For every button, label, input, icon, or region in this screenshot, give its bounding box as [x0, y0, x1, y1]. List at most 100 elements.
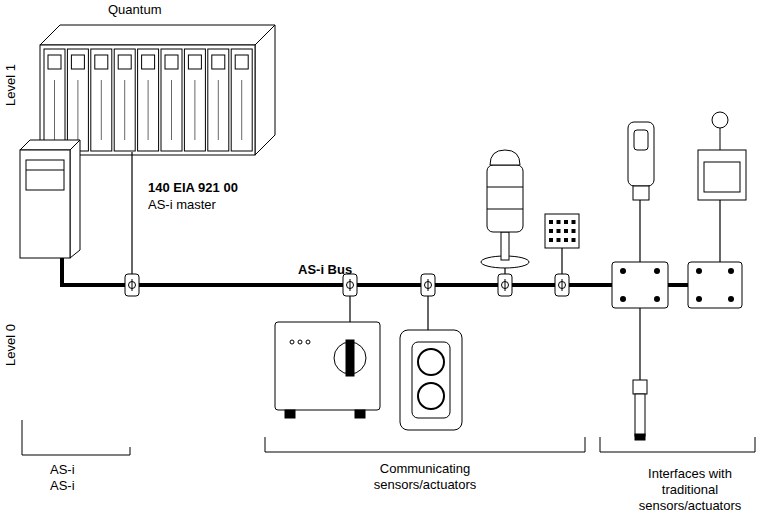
switch-cable [719, 200, 720, 262]
tap-screw-slot [350, 279, 351, 291]
module-line [148, 80, 149, 140]
module-line [124, 80, 125, 140]
bus-taps [125, 274, 569, 296]
keypad-key [572, 238, 576, 242]
station-body [400, 330, 462, 430]
starter-body [275, 322, 380, 410]
bus-tap [343, 274, 357, 296]
keypad-key [572, 229, 576, 233]
tap-screw-slot [428, 279, 429, 291]
module-line [218, 80, 219, 140]
drive-front [20, 150, 70, 258]
rack-top [40, 25, 275, 45]
bus-tap [125, 274, 139, 296]
keypad-key [564, 229, 568, 233]
rack-side [255, 25, 275, 155]
push-button [418, 349, 444, 375]
sensor-tip [635, 434, 645, 440]
keypad-key [549, 220, 553, 224]
bracket [22, 420, 130, 455]
rack-module [161, 49, 182, 151]
tap-screw-slot [132, 279, 133, 291]
group-label: AS-i [50, 462, 75, 478]
part-number: 140 EIA 921 00 [148, 180, 238, 196]
bus-tap [421, 274, 435, 296]
bus-tap [498, 274, 512, 296]
motor-starter [275, 296, 380, 418]
starter-led [298, 340, 302, 344]
module-line [241, 80, 242, 140]
rack-front [40, 45, 255, 155]
brackets [22, 420, 755, 455]
module-ports [620, 268, 734, 302]
keypad-key [549, 238, 553, 242]
bracket [265, 437, 585, 452]
tower-stem [501, 232, 509, 260]
module-port [696, 268, 702, 274]
tower-sep [487, 209, 523, 210]
module-port [728, 268, 734, 274]
rack-module [44, 49, 65, 151]
station-plate [412, 342, 450, 418]
sensor-window [634, 130, 648, 150]
keypad-body [545, 214, 579, 248]
master-cable [131, 152, 132, 280]
interface-module [612, 262, 668, 308]
starter-foot [355, 410, 365, 418]
module-display [48, 55, 61, 69]
keypad-key [549, 229, 553, 233]
tap-screw-slot [505, 279, 506, 291]
station-cable [427, 296, 428, 330]
rack-module [184, 49, 205, 151]
module-port [620, 268, 626, 274]
module-line [194, 80, 195, 140]
rack-module [231, 49, 252, 151]
bus-name: AS-i Bus [298, 262, 352, 278]
tap-screw-slot [562, 279, 563, 291]
group-label: AS-i [50, 478, 75, 494]
module-line [171, 80, 172, 140]
module-display [188, 55, 201, 69]
switch-roller [712, 112, 728, 128]
starter-led [290, 340, 294, 344]
tower-sep [487, 187, 523, 188]
module-line [101, 80, 102, 140]
rack-module [208, 49, 229, 151]
keypad-key [557, 229, 561, 233]
proximity-sensor [635, 394, 645, 436]
bracket [600, 437, 755, 452]
device-role: AS-i master [148, 197, 216, 213]
keypad-key [557, 220, 561, 224]
interface-module [688, 262, 742, 308]
push-button [418, 383, 444, 409]
keypad-key [564, 220, 568, 224]
signal-tower [481, 150, 529, 274]
module-port [654, 268, 660, 274]
level-label: Level 1 [3, 64, 19, 106]
sensor-cable [639, 200, 640, 262]
sensor-neck [633, 186, 649, 200]
switch-lever [720, 128, 721, 150]
module-display [118, 55, 131, 69]
quantum-rack [40, 25, 275, 155]
rack-module [138, 49, 159, 151]
module-line [77, 80, 78, 140]
module-port [696, 296, 702, 302]
drive-line [26, 170, 64, 171]
rack-module [67, 49, 88, 151]
drive-side [70, 140, 80, 258]
keypad-key [572, 220, 576, 224]
module-port [654, 296, 660, 302]
sensor-nut [633, 380, 647, 394]
level-label: Level 0 [3, 324, 19, 366]
module-display [95, 55, 108, 69]
rack-module [91, 49, 112, 151]
keypad-key [557, 238, 561, 242]
module-line [54, 80, 55, 140]
rack-modules [44, 49, 252, 151]
module-display [142, 55, 155, 69]
tower-lamps [487, 165, 523, 232]
keypad [545, 214, 579, 274]
